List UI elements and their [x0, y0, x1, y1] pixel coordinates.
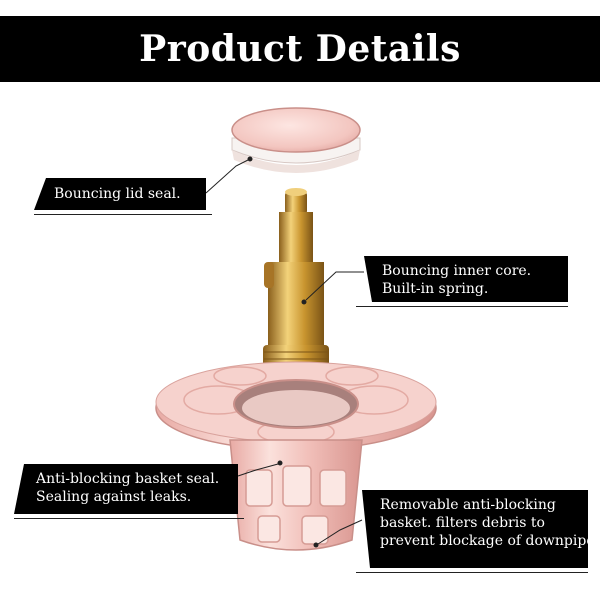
callout-removable-basket-line-3: prevent blockage of downpipe. [380, 533, 600, 549]
callout-basket-underline [356, 572, 588, 573]
callout-lid-seal-line-1: Bouncing lid seal. [54, 186, 181, 202]
callout-removable-basket: Removable anti-blocking basket. filters … [362, 490, 588, 568]
callout-lid-underline [34, 214, 212, 215]
callout-removable-basket-line-1: Removable anti-blocking [380, 497, 556, 513]
callout-basket-seal-line-1: Anti-blocking basket seal. [36, 471, 220, 487]
callout-core-underline [356, 306, 568, 307]
callout-inner-core-line-1: Bouncing inner core. [382, 263, 532, 279]
lid-seal-part [231, 107, 361, 173]
flange-part [155, 361, 437, 451]
callout-basket-seal: Anti-blocking basket seal. Sealing again… [14, 464, 238, 514]
callout-inner-core-line-2: Built-in spring. [382, 281, 489, 297]
inner-core-part [263, 188, 329, 375]
page-title: Product Details [139, 28, 461, 70]
callout-lid-seal: Bouncing lid seal. [34, 178, 206, 210]
title-banner: Product Details [0, 16, 600, 82]
leader-lines [205, 156, 364, 548]
callout-removable-basket-line-2: basket. filters debris to [380, 515, 545, 531]
callout-basket-seal-underline [14, 518, 244, 519]
basket-part [229, 439, 363, 551]
callout-basket-seal-line-2: Sealing against leaks. [36, 489, 192, 505]
callout-inner-core: Bouncing inner core. Built-in spring. [364, 256, 568, 302]
